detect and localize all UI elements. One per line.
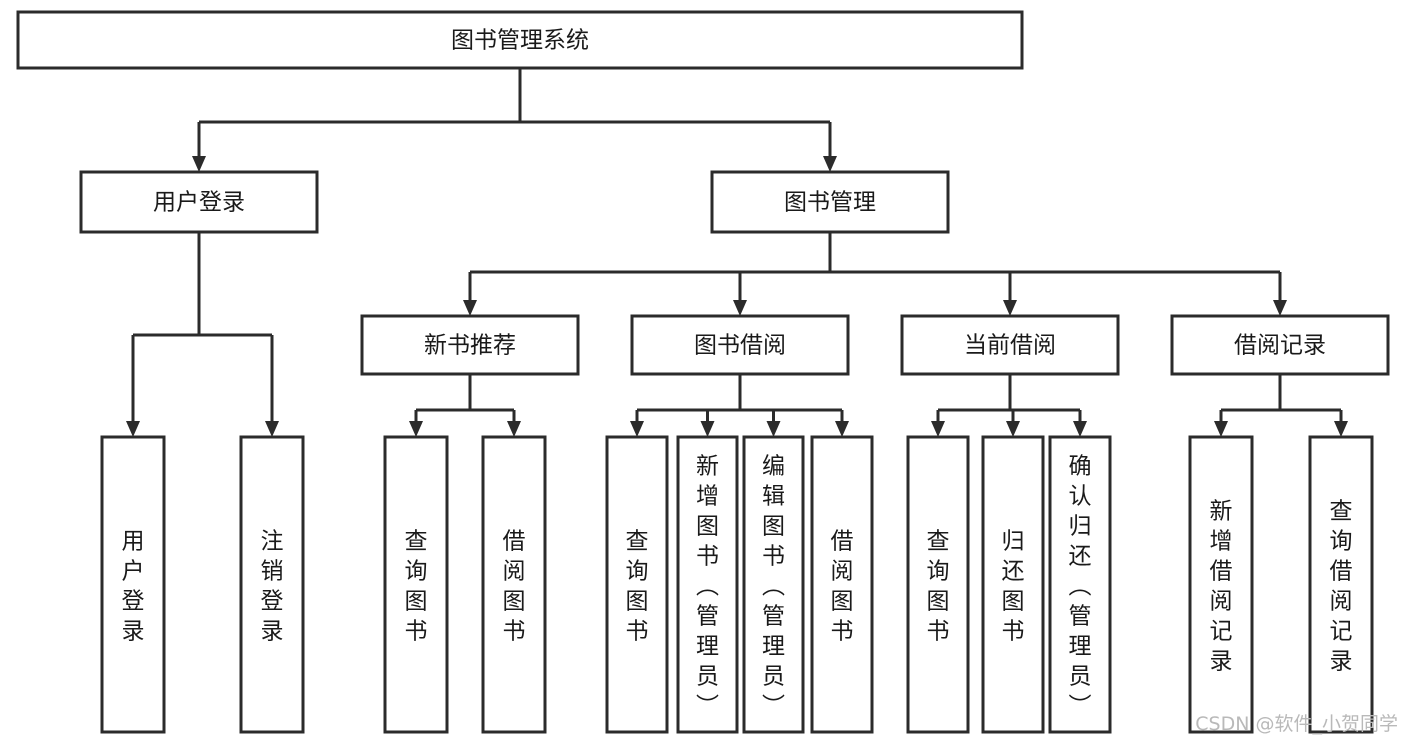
connector-arrow-head: [1214, 421, 1228, 437]
node-leaf-3[interactable]: 借阅图书: [481, 435, 547, 734]
node-label: 编辑图书︵管理员︶: [762, 454, 785, 720]
connector-arrow-head: [192, 156, 206, 172]
node-leaf-7[interactable]: 借阅图书: [810, 435, 874, 734]
node-box[interactable]: [810, 435, 874, 734]
node-leaf-9[interactable]: 归还图书: [981, 435, 1045, 734]
node-level3-1[interactable]: 图书借阅: [630, 314, 850, 376]
node-leaf-12[interactable]: 查询借阅记录: [1308, 435, 1374, 734]
node-box[interactable]: [1048, 435, 1112, 734]
node-label: 图书管理: [784, 190, 876, 216]
node-level2-0[interactable]: 用户登录: [79, 170, 319, 234]
node-leaf-4[interactable]: 查询图书: [605, 435, 669, 734]
connector-arrow-head: [1003, 300, 1017, 316]
node-label: 归还图书: [1002, 529, 1025, 645]
node-leaf-11[interactable]: 新增借阅记录: [1188, 435, 1254, 734]
connectors-layer: [126, 68, 1348, 437]
node-box[interactable]: [1308, 435, 1374, 734]
connector-arrow-head: [126, 421, 140, 437]
node-label: 当前借阅: [964, 333, 1056, 359]
node-level3-3[interactable]: 借阅记录: [1170, 314, 1390, 376]
connector-arrow-head: [265, 421, 279, 437]
node-box[interactable]: [79, 170, 319, 234]
node-box[interactable]: [383, 435, 449, 734]
connector-arrow-head: [409, 421, 423, 437]
connector-arrow-head: [835, 421, 849, 437]
node-label: 查询图书: [927, 529, 950, 645]
node-label: 借阅图书: [503, 529, 526, 645]
node-label: 新书推荐: [424, 333, 516, 359]
node-box[interactable]: [900, 314, 1120, 376]
node-label: 查询借阅记录: [1330, 499, 1353, 675]
node-label: 新增借阅记录: [1210, 499, 1233, 675]
node-level3-2[interactable]: 当前借阅: [900, 314, 1120, 376]
connector-arrow-head: [823, 156, 837, 172]
node-label: 借阅记录: [1234, 333, 1326, 359]
node-box[interactable]: [742, 435, 805, 734]
node-label: 用户登录: [153, 190, 245, 216]
node-label: 查询图书: [626, 529, 649, 645]
node-leaf-5[interactable]: 新增图书︵管理员︶: [676, 435, 739, 734]
node-leaf-2[interactable]: 查询图书: [383, 435, 449, 734]
node-label: 确认归还︵管理员︶: [1069, 454, 1092, 720]
connector-arrow-head: [931, 421, 945, 437]
connector-arrow-head: [1334, 421, 1348, 437]
node-box[interactable]: [360, 314, 580, 376]
node-box[interactable]: [100, 435, 166, 734]
connector-arrow-head: [766, 421, 781, 437]
connector-arrow-head: [700, 421, 715, 437]
node-box[interactable]: [630, 314, 850, 376]
connector-arrow-head: [463, 300, 477, 316]
node-leaf-6[interactable]: 编辑图书︵管理员︶: [742, 435, 805, 734]
node-label: 注销登录: [261, 529, 284, 645]
node-box[interactable]: [481, 435, 547, 734]
csdn-watermark: CSDN @软件_小贺同学: [1195, 713, 1398, 735]
node-label: 用户登录: [122, 529, 145, 645]
node-label: 图书管理系统: [451, 28, 589, 54]
connector-arrow-head: [1073, 421, 1087, 437]
nodes-layer: 图书管理系统用户登录图书管理新书推荐图书借阅当前借阅借阅记录用户登录注销登录查询…: [16, 10, 1390, 734]
node-box[interactable]: [676, 435, 739, 734]
connector-arrow-head: [733, 300, 747, 316]
node-box[interactable]: [1188, 435, 1254, 734]
node-level2-1[interactable]: 图书管理: [710, 170, 950, 234]
node-leaf-1[interactable]: 注销登录: [239, 435, 305, 734]
node-label: 查询图书: [405, 529, 428, 645]
node-leaf-0[interactable]: 用户登录: [100, 435, 166, 734]
connector-arrow-head: [1273, 300, 1287, 316]
node-box[interactable]: [16, 10, 1024, 70]
node-box[interactable]: [1170, 314, 1390, 376]
node-root-0[interactable]: 图书管理系统: [16, 10, 1024, 70]
node-box[interactable]: [239, 435, 305, 734]
node-label: 借阅图书: [831, 529, 854, 645]
node-box[interactable]: [981, 435, 1045, 734]
node-box[interactable]: [710, 170, 950, 234]
node-box[interactable]: [906, 435, 970, 734]
connector-arrow-head: [630, 421, 644, 437]
connector-arrow-head: [507, 421, 521, 437]
node-box[interactable]: [605, 435, 669, 734]
node-label: 图书借阅: [694, 333, 786, 359]
node-label: 新增图书︵管理员︶: [696, 454, 719, 720]
connector-arrow-head: [1006, 421, 1020, 437]
node-leaf-8[interactable]: 查询图书: [906, 435, 970, 734]
node-level3-0[interactable]: 新书推荐: [360, 314, 580, 376]
node-leaf-10[interactable]: 确认归还︵管理员︶: [1048, 435, 1112, 734]
